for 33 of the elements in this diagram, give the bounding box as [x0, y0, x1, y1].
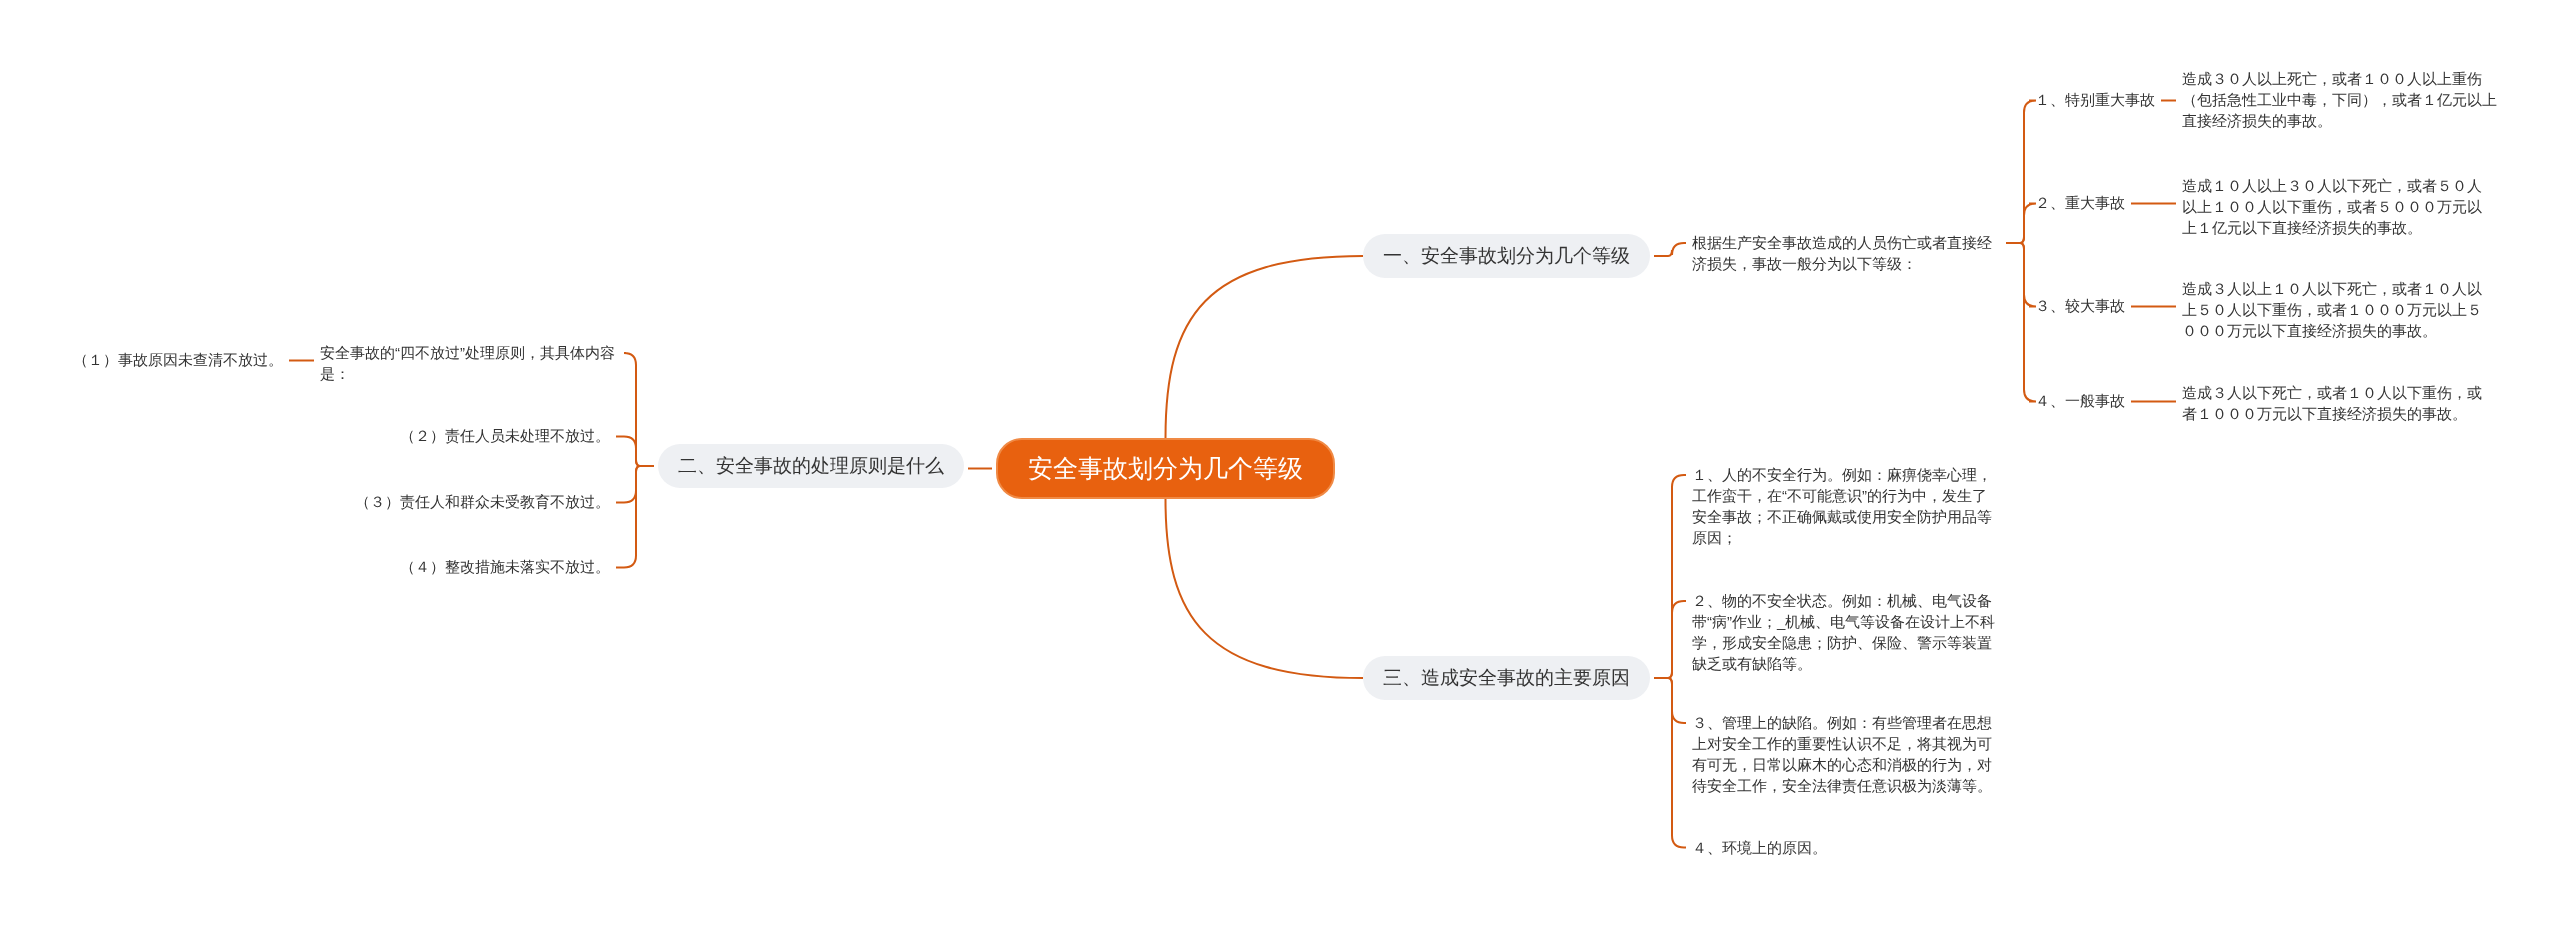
- topic-text: ２、物的不安全状态。例如：机械、电气设备带“病”作业；_机械、电气等设备在设计上不科学，形成安全隐患；防护、保险、警示等装置缺乏或有缺陷等。: [1690, 588, 1998, 676]
- topic-text: 造成３人以下死亡，或者１０人以下重伤，或者１０００万元以下直接经济损失的事故。: [2180, 380, 2484, 426]
- topic-text: 造成３０人以上死亡，或者１００人以上重伤（包括急性工业中毒，下同），或者１亿元以上直接经济损失的事故。: [2180, 66, 2512, 133]
- topic-text: （１）事故原因未查清不放过。: [71, 349, 285, 372]
- connector: [1653, 677, 1687, 849]
- topic-text: ４、一般事故: [2033, 390, 2127, 413]
- topic-text: （４）整改措施未落实不放过。: [398, 556, 612, 579]
- connector: [2130, 400, 2177, 403]
- connector: [1164, 498, 1364, 679]
- connector: [2160, 99, 2177, 102]
- topic-text: １、特别重大事故: [2033, 89, 2157, 112]
- topic-text: 造成１０人以上３０人以下死亡，或者５０人以上１００人以下重伤，或者５０００万元以上１亿元以下直接经济损失的事故。: [2180, 173, 2484, 240]
- topic-text: （２）责任人员未处理不放过。: [398, 425, 612, 448]
- branch-topic: 一、安全事故划分为几个等级: [1363, 234, 1650, 278]
- topic-text: １、人的不安全行为。例如：麻痹侥幸心理，工作蛮干，在“不可能意识”的行为中，发生了安全事故；不正确佩戴或使用安全防护用品等原因；: [1690, 462, 1998, 550]
- topic-text: ３、较大事故: [2033, 295, 2127, 318]
- connector: [967, 467, 993, 470]
- connector: [288, 359, 315, 362]
- topic-text: ３、管理上的缺陷。例如：有些管理者在思想上对安全工作的重要性认识不足，将其视为可有可无，日常以麻木的心态和消极的行为，对待安全工作，安全法律责任意识极为淡薄等。: [1690, 710, 1998, 798]
- connector: [2130, 202, 2177, 205]
- connector: [2130, 305, 2177, 308]
- connector: [1653, 242, 1687, 257]
- topic-text: ４、环境上的原因。: [1690, 835, 1998, 860]
- branch-topic: 三、造成安全事故的主要原因: [1363, 656, 1650, 700]
- branch-topic: 二、安全事故的处理原则是什么: [658, 444, 964, 488]
- topic-text: 安全事故的“四不放过”处理原则，其具体内容是：: [318, 340, 622, 386]
- topic-text: 根据生产安全事故造成的人员伤亡或者直接经济损失，事故一般分为以下等级：: [1690, 230, 2002, 276]
- connector: [1164, 255, 1364, 439]
- topic-text: （３）责任人和群众未受教育不放过。: [353, 491, 612, 514]
- topic-text: 造成３人以上１０人以下死亡，或者１０人以上５０人以下重伤，或者１０００万元以上５０００万元以下直接经济损失的事故。: [2180, 276, 2484, 343]
- topic-text: ２、重大事故: [2033, 192, 2127, 215]
- connector: [2005, 242, 2037, 403]
- root-topic: 安全事故划分为几个等级: [996, 438, 1335, 499]
